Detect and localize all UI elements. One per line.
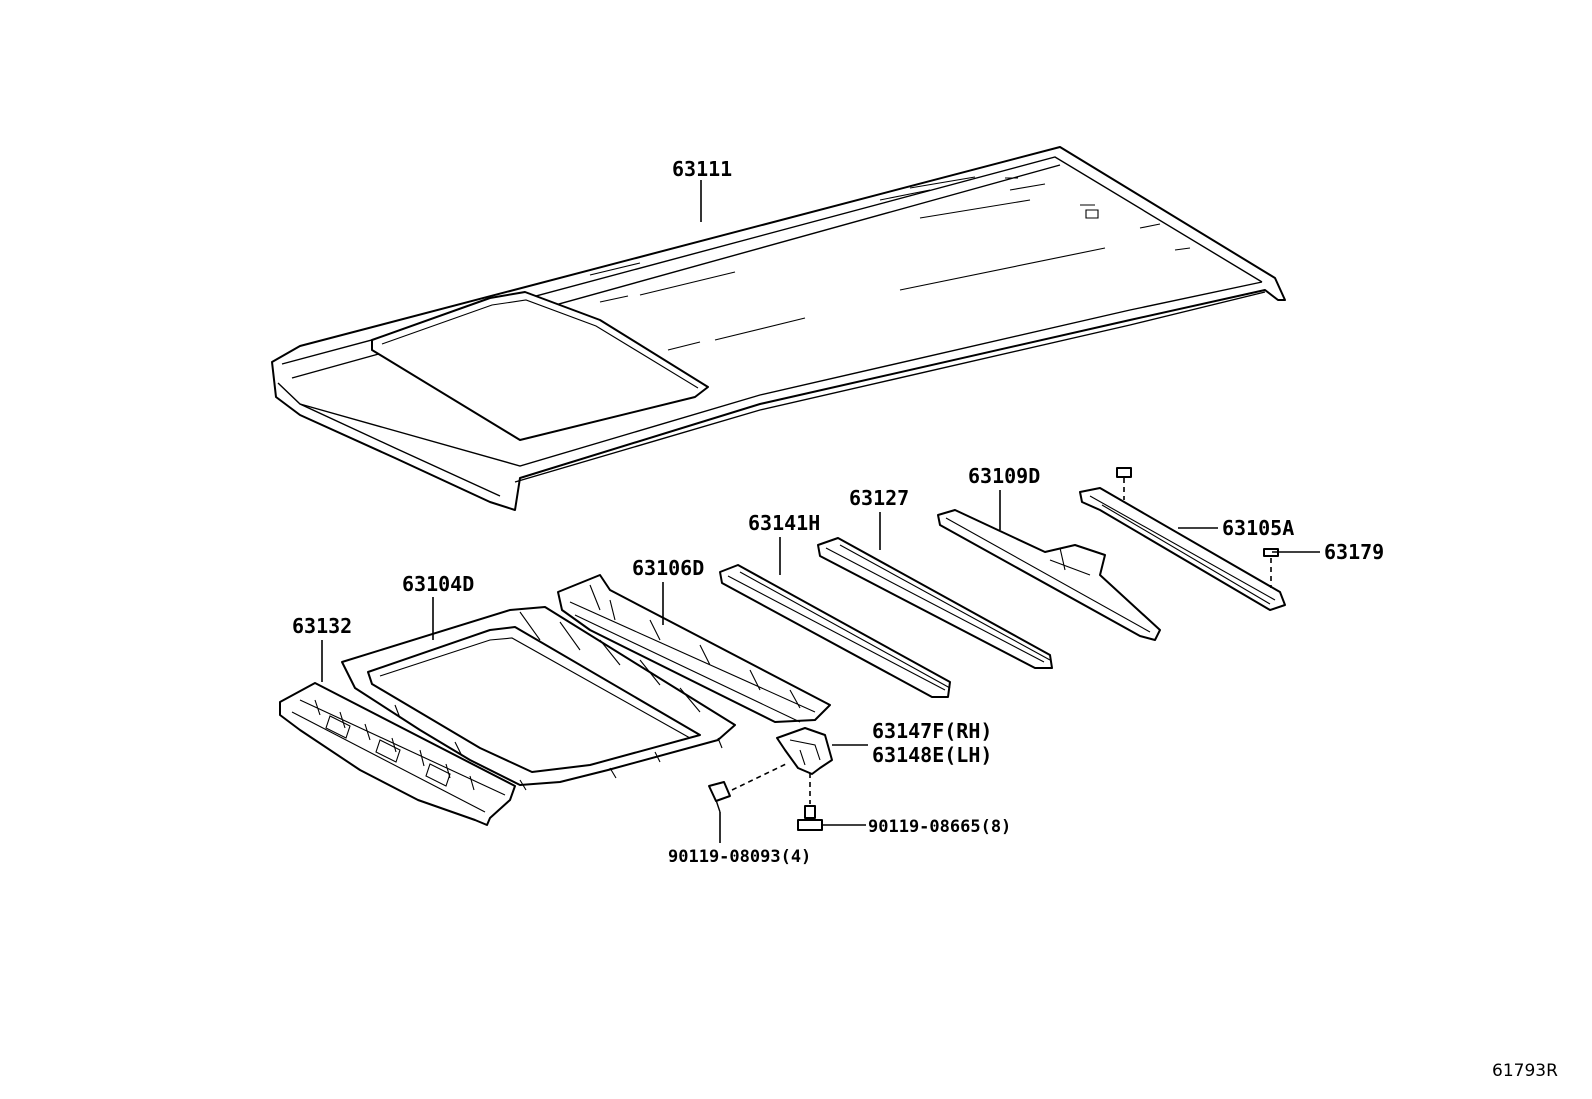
callout-63179[interactable]: 63179 xyxy=(1324,540,1384,564)
roof-bracket-drawing[interactable] xyxy=(776,727,833,775)
callout-63105a[interactable]: 63105A xyxy=(1222,516,1294,540)
bolt-90119-08093-drawing[interactable] xyxy=(708,781,731,813)
callout-63141h[interactable]: 63141H xyxy=(748,511,820,535)
figure-reference-code: 61793R xyxy=(1492,1061,1558,1081)
roof-bow-63106d-drawing[interactable] xyxy=(557,574,831,723)
front-header-drawing[interactable] xyxy=(279,682,516,826)
callout-90119-08093[interactable]: 90119-08093(4) xyxy=(668,847,811,867)
callout-63127[interactable]: 63127 xyxy=(849,486,909,510)
sunroof-reinforcement-drawing[interactable] xyxy=(341,606,736,791)
clip-63179-drawing[interactable] xyxy=(1263,548,1279,557)
callout-63106d[interactable]: 63106D xyxy=(632,556,704,580)
callout-63104d[interactable]: 63104D xyxy=(402,572,474,596)
bolt-90119-08665-drawing[interactable] xyxy=(797,805,823,831)
callout-63111[interactable]: 63111 xyxy=(672,157,732,181)
rear-header-drawing[interactable] xyxy=(1079,467,1286,611)
callout-63109d[interactable]: 63109D xyxy=(968,464,1040,488)
callout-63148e-lh[interactable]: 63148E(LH) xyxy=(872,743,992,767)
callout-63132[interactable]: 63132 xyxy=(292,614,352,638)
roof-bow-63127-drawing[interactable] xyxy=(817,537,1053,669)
callout-90119-08665[interactable]: 90119-08665(8) xyxy=(868,817,1011,837)
roof-bow-63141h-drawing[interactable] xyxy=(719,564,951,698)
roof-bow-63109d-drawing[interactable] xyxy=(937,509,1161,641)
roof-panel-drawing[interactable] xyxy=(271,146,1286,511)
leader-lines xyxy=(321,180,1320,843)
callout-63147f-rh[interactable]: 63147F(RH) xyxy=(872,719,992,743)
